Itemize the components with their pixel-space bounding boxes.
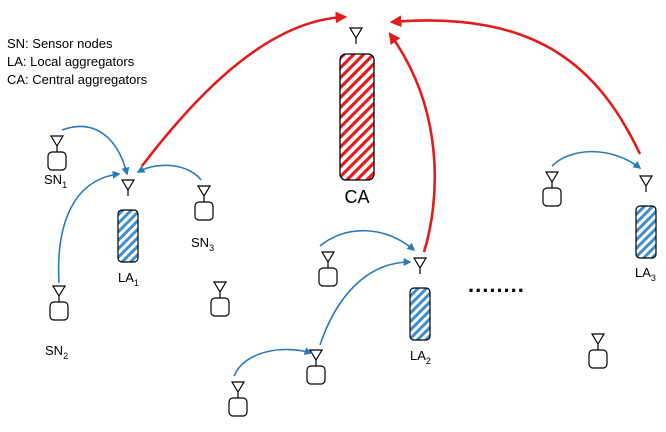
link-sn1-la1 [61,125,130,176]
sensor-node-icon [229,382,247,416]
link-la3-ca [389,15,642,155]
sensor-node-icon [543,172,561,206]
legend-ca: CA: Central aggregators [7,72,148,87]
sn2-label: SN2 [45,343,68,361]
sn3-node-icon [195,186,213,220]
local-aggregator-3: LA3 [635,175,657,283]
la3-antenna-icon [639,175,653,193]
la2-body [409,287,431,341]
legend-la: LA: Local aggregators [7,54,135,69]
la1-antenna-icon [121,179,135,197]
link-sn-la2-a [319,229,416,252]
sn2-node-icon [50,286,68,320]
sn1-label: SN1 [44,172,67,190]
link-sn2-la1 [57,170,121,284]
more-nodes-ellipsis: ........ [468,272,525,297]
central-links [140,11,642,253]
legend: SN: Sensor nodes LA: Local aggregators C… [7,36,148,87]
sensor-node-2: SN2 [45,286,68,361]
local-aggregator-1: LA1 [117,179,139,288]
sn3-label: SN3 [191,235,214,253]
sn1-node-icon [48,136,66,170]
link-sn-sn [233,347,313,377]
local-links [57,125,642,377]
sensor-node-icon [307,350,325,384]
sensor-node-icon [589,334,607,368]
la3-label: LA3 [635,265,656,283]
link-sn3-la1 [136,164,202,181]
central-aggregator: CA [339,27,375,207]
sensor-node-3: SN3 [191,186,214,253]
link-la1-ca [140,11,348,167]
la3-body [635,205,657,259]
la2-label: LA2 [410,348,431,366]
sensor-node-icon [319,252,337,286]
sensor-node-1: SN1 [44,136,67,190]
ca-body [339,53,375,181]
la1-label: LA1 [118,270,139,288]
link-sn-la3 [551,150,642,169]
legend-sn: SN: Sensor nodes [7,36,113,51]
local-aggregator-2: LA2 [409,257,431,366]
link-la2-ca [388,32,437,253]
la2-antenna-icon [413,257,427,275]
ca-label: CA [344,187,369,207]
sensor-node-icon [211,282,229,316]
ca-antenna-icon [349,27,363,45]
link-sn-la2-b [319,258,412,346]
la1-body [117,209,139,263]
